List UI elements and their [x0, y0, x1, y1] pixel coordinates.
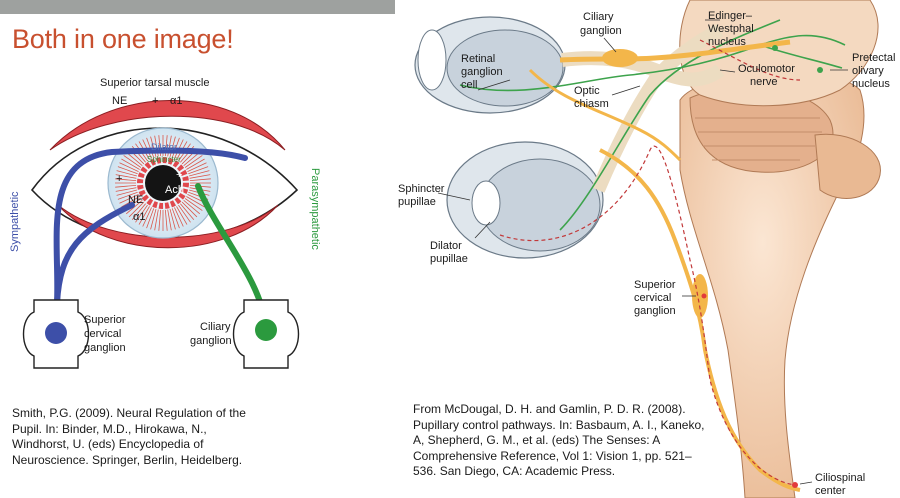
dilator-ray	[123, 155, 142, 168]
dilator-ray	[131, 203, 146, 221]
label-plus-top: +	[152, 95, 158, 107]
dilator-ray	[189, 178, 211, 182]
dilator-ray	[138, 206, 150, 225]
label-optic-chiasm-2: chiasm	[574, 98, 609, 110]
dilator-ray	[183, 200, 201, 215]
label-ne-inner: NE	[128, 194, 143, 206]
label-superior-cervical-r2: cervical	[634, 292, 671, 304]
label-edinger-3: nucleus	[708, 36, 746, 48]
dilator-ray	[119, 162, 139, 172]
dilator-ray	[183, 151, 201, 166]
label-pretectal-1: Pretectal	[852, 52, 895, 64]
label-ciliary-1: Ciliary	[200, 321, 231, 333]
title-bar-accent	[0, 0, 395, 14]
dilator-ray	[169, 136, 176, 158]
dilator-ray	[117, 166, 138, 175]
dilator-ray	[186, 196, 205, 208]
label-pretectal-3: nucleus	[852, 78, 890, 90]
dilator-ray	[115, 184, 137, 188]
dilator-ray	[125, 200, 143, 215]
dilator-ray	[188, 166, 209, 175]
label-superior-cervical-2: cervical	[84, 328, 121, 340]
dilator-ray	[115, 187, 137, 192]
label-plus-right: +	[176, 169, 182, 181]
dilator-ray	[115, 174, 137, 179]
dilator-ray	[125, 151, 143, 166]
dilator-ray	[176, 206, 188, 225]
label-superior-cervical-3: ganglion	[84, 342, 126, 354]
dilator-ray	[117, 191, 138, 200]
right-pathway-diagram: Ciliary ganglion Retinal ganglion cell O…	[398, 0, 895, 498]
dilator-ray	[150, 136, 157, 158]
dilator-ray	[178, 204, 191, 223]
label-sympathetic: Sympathetic	[9, 191, 21, 252]
dilator-ray	[169, 208, 176, 230]
label-superior-cervical-r1: Superior	[634, 279, 676, 291]
label-sphincter-pupillae-2: pupillae	[398, 196, 436, 208]
label-sphincter: Sphincter	[147, 155, 181, 164]
label-sphincter-pupillae-1: Sphincter	[398, 183, 445, 195]
label-optic-chiasm-1: Optic	[574, 85, 600, 97]
dilator-ray	[184, 155, 203, 168]
left-citation: Smith, P.G. (2009). Neural Regulation of…	[12, 406, 246, 467]
dilator-ray	[119, 194, 139, 204]
label-ach: Ach	[165, 184, 184, 196]
dilator-ray	[186, 158, 205, 170]
slide-title: Both in one image!	[12, 24, 234, 54]
dilator-ray	[158, 209, 162, 231]
dilator-rays	[115, 135, 211, 231]
dilator-ray	[135, 204, 148, 223]
dilator-ray	[116, 170, 138, 177]
dilator-ray	[184, 198, 203, 211]
dilator-ray	[174, 207, 184, 227]
label-ciliary-ganglion-r1: Ciliary	[583, 11, 614, 23]
left-eye-diagram: Superior tarsal muscle NE + α1 Dilator S…	[9, 77, 321, 369]
dilator-ray	[180, 203, 195, 221]
dilator-ray	[128, 201, 145, 218]
label-pretectal-2: olivary	[852, 65, 884, 77]
label-edinger-2: Westphal	[708, 23, 754, 35]
dilator-ray	[181, 201, 198, 218]
label-dilator-pupillae-1: Dilator	[430, 240, 462, 252]
dilator-ray	[164, 209, 168, 231]
label-retinal-ganglion-3: cell	[461, 79, 478, 91]
dilator-ray	[154, 209, 159, 231]
label-parasympathetic: Parasympathetic	[309, 168, 321, 250]
label-superior-tarsal-muscle: Superior tarsal muscle	[100, 77, 209, 89]
dilator-ray	[116, 189, 138, 196]
label-ciliospinal-2: center	[815, 485, 846, 497]
label-superior-cervical-1: Superior	[84, 314, 126, 326]
label-edinger-1: Edinger–	[708, 10, 753, 22]
dilator-ray	[150, 208, 157, 230]
dilator-ray	[189, 174, 211, 179]
label-alpha1-inner: α1	[133, 211, 145, 223]
label-retinal-ganglion-2: ganglion	[461, 66, 503, 78]
label-superior-cervical-r3: ganglion	[634, 305, 676, 317]
label-ciliary-2: ganglion	[190, 335, 232, 347]
dilator-ray	[142, 207, 152, 227]
label-dilator-pupillae-2: pupillae	[430, 253, 468, 265]
label-ne-top: NE	[112, 95, 127, 107]
label-oculomotor-1: Oculomotor	[738, 63, 795, 75]
label-dilator: Dilator	[151, 142, 177, 152]
dilator-ray	[146, 208, 155, 229]
label-ciliospinal-1: Ciliospinal	[815, 472, 865, 484]
dilator-ray	[115, 178, 137, 182]
dilator-ray	[188, 170, 210, 177]
dilator-ray	[187, 162, 207, 172]
label-oculomotor-2: nerve	[750, 76, 778, 88]
dilator-ray	[121, 196, 140, 208]
dilator-ray	[121, 158, 140, 170]
dilator-ray	[167, 209, 172, 231]
label-plus-left: +	[116, 173, 122, 185]
right-citation: From McDougal, D. H. and Gamlin, P. D. R…	[413, 402, 705, 478]
label-alpha1-top: α1	[170, 95, 182, 107]
dilator-ray	[171, 208, 180, 229]
label-ciliary-ganglion-r2: ganglion	[580, 25, 622, 37]
label-retinal-ganglion-1: Retinal	[461, 53, 495, 65]
